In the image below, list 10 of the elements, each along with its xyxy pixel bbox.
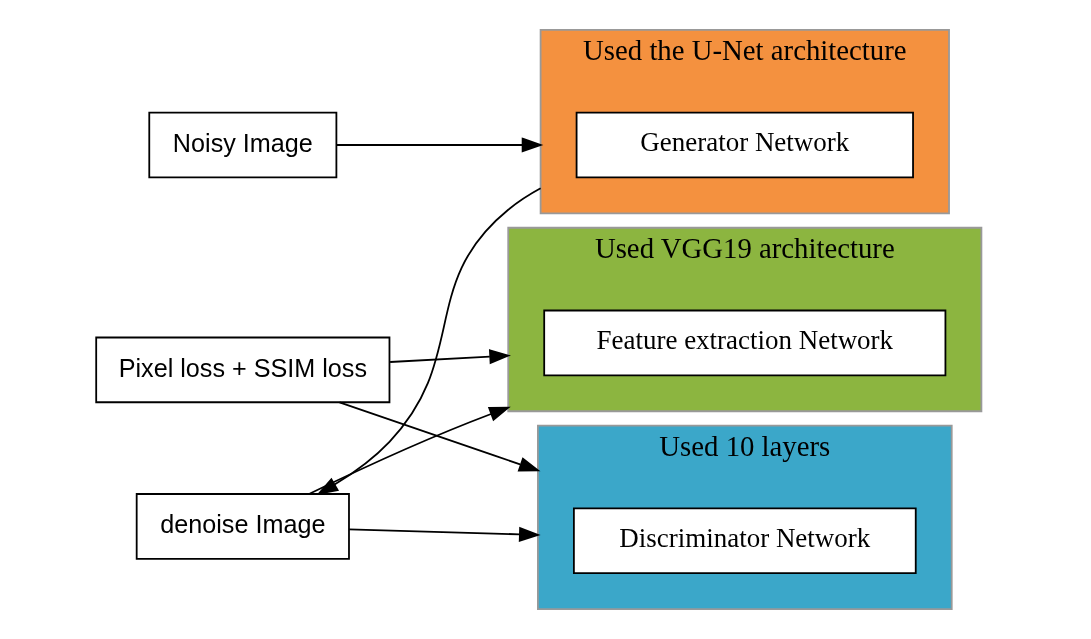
node-box: denoise Image (135, 493, 350, 560)
node-box: Generator Network (575, 111, 914, 179)
arrow (347, 526, 541, 542)
node-box: Noisy Image (147, 111, 337, 179)
arrow (338, 401, 540, 472)
arrow (335, 137, 543, 153)
node-box: Pixel loss + SSIM loss (94, 336, 390, 404)
node-box: Feature extraction Network (542, 309, 946, 377)
node-box: Discriminator Network (572, 507, 917, 575)
arrow (388, 349, 511, 365)
